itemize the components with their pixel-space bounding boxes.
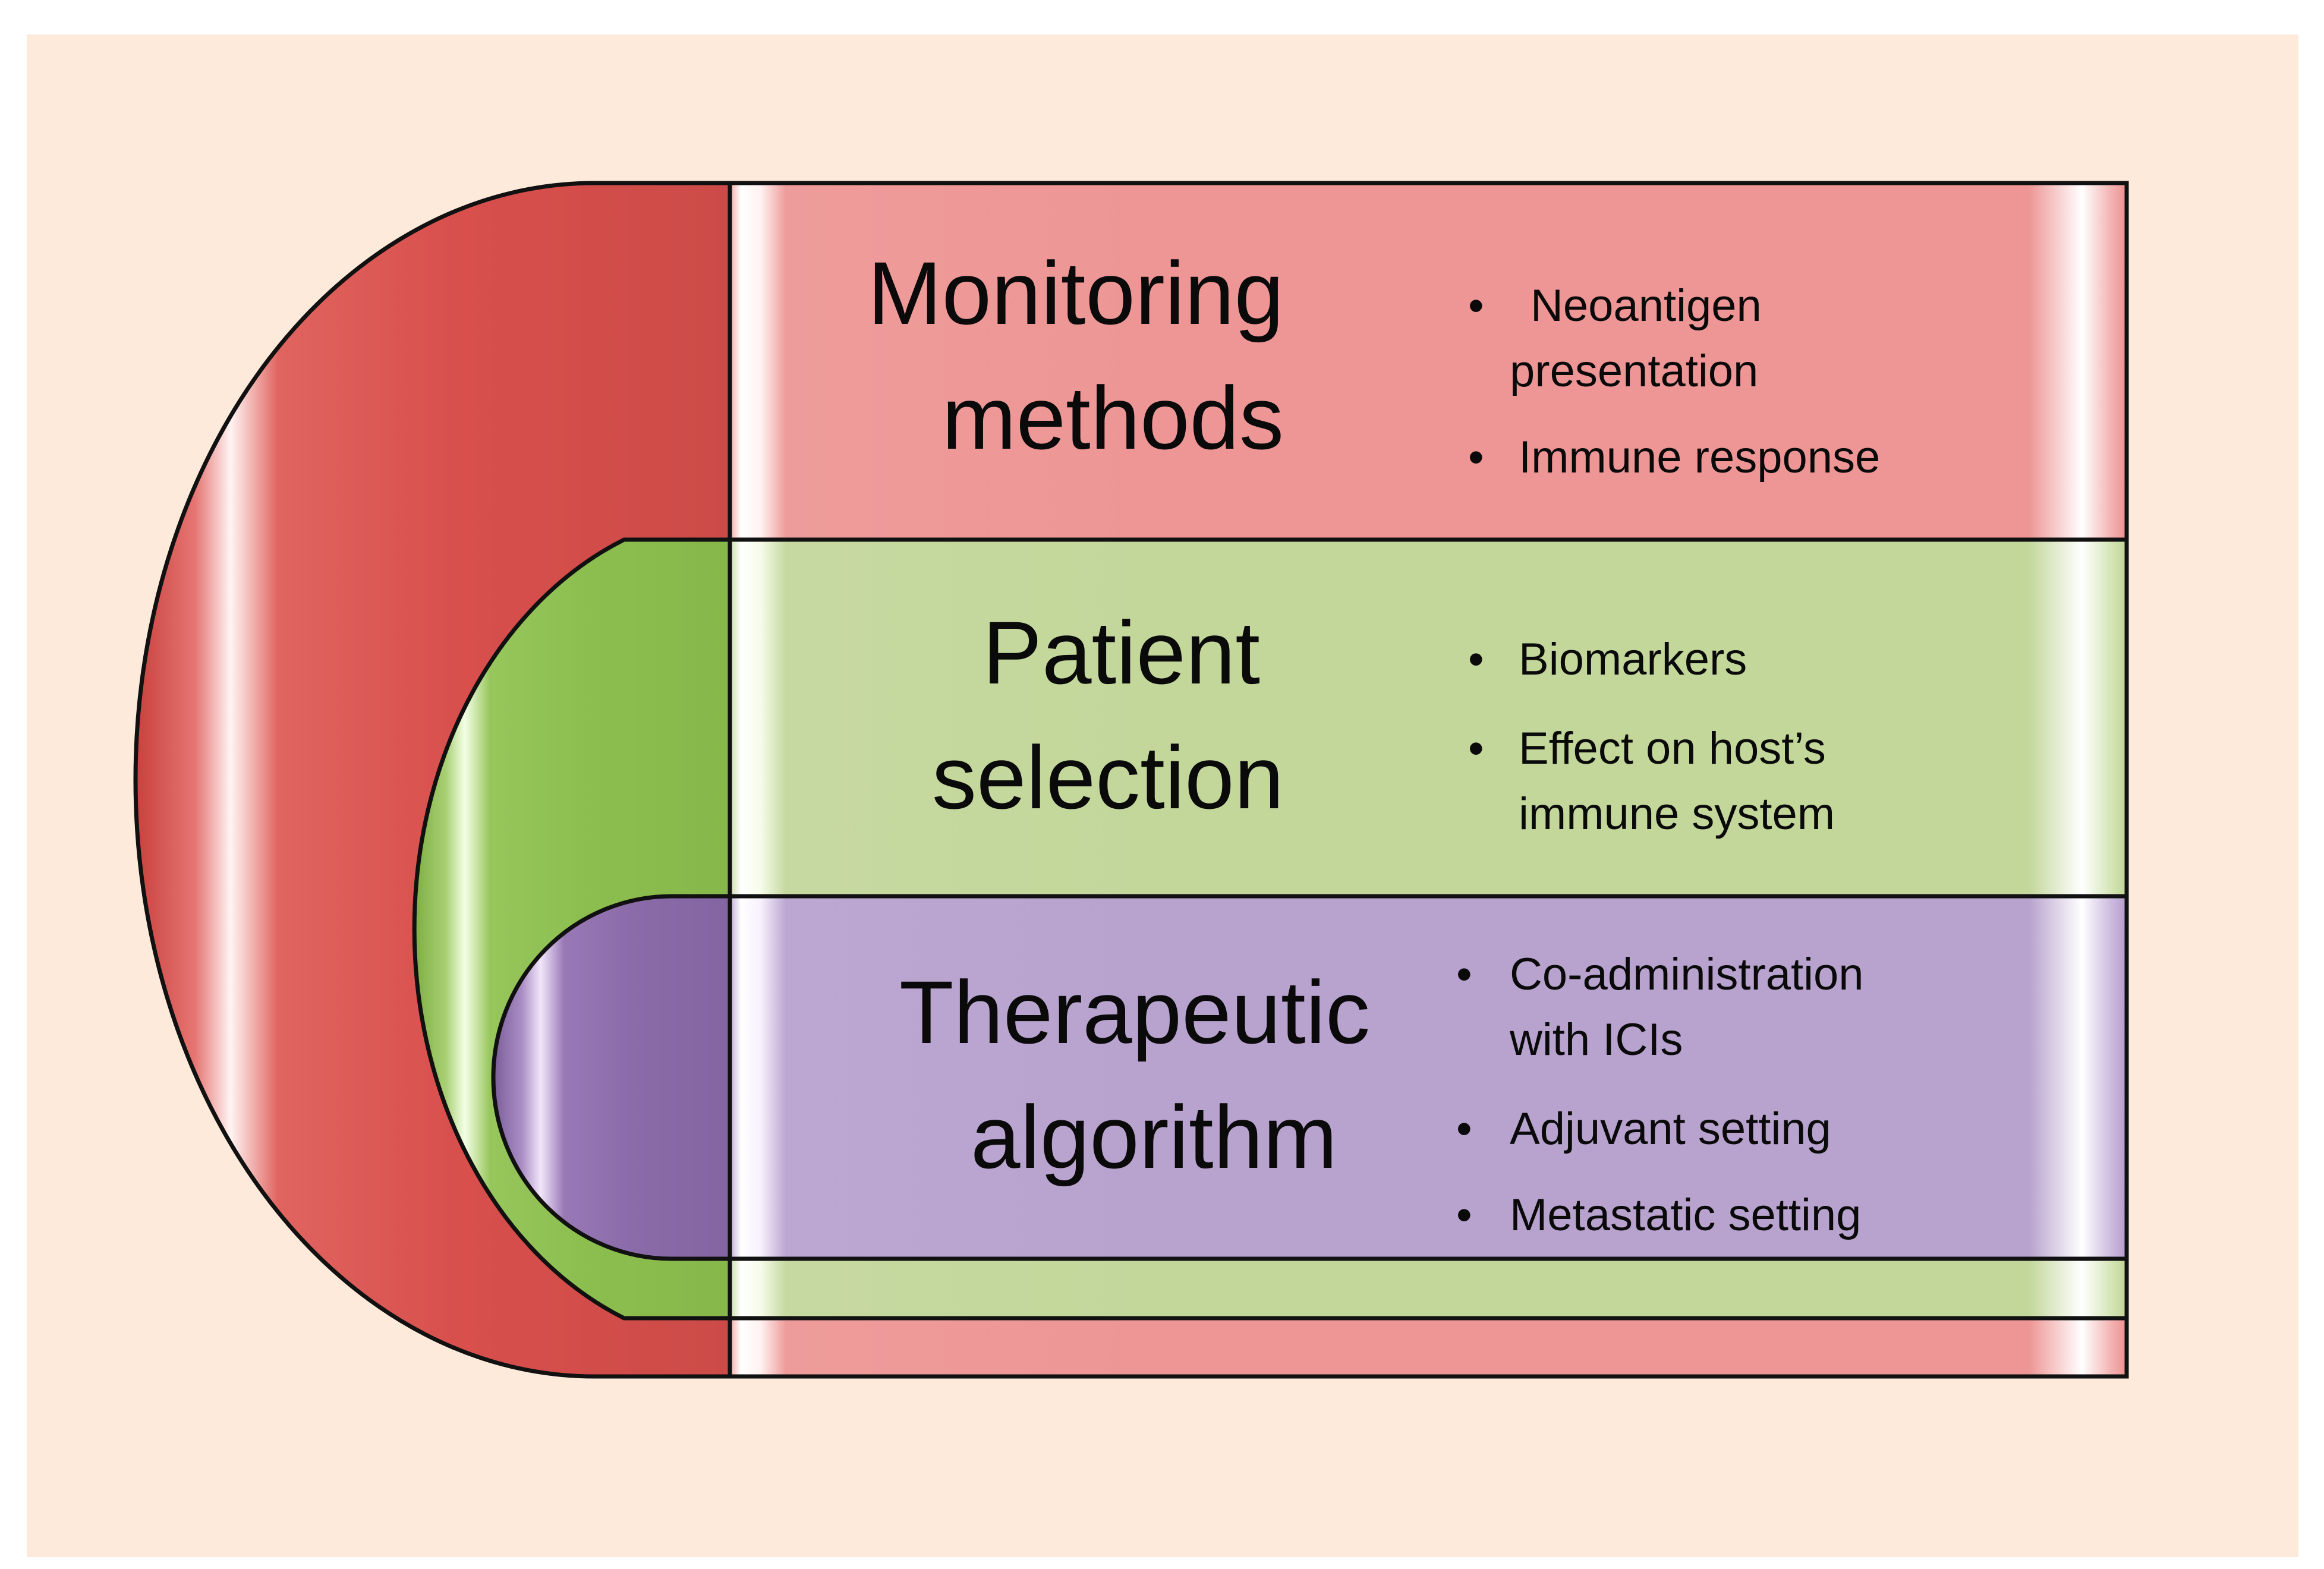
bullet-list-monitoring: • Neoantigen presentation • Immune respo… xyxy=(1468,281,1880,483)
arc-therapeutic-algorithm-shape xyxy=(491,894,732,1261)
row-title-patient-line2: selection xyxy=(932,727,1284,827)
bullet-text: Effect on host’s xyxy=(1519,723,1826,774)
bullet-marker: • xyxy=(1468,281,1484,331)
band-therapeutic-algorithm-rect[interactable] xyxy=(728,894,2129,1261)
bullet-text: presentation xyxy=(1510,346,1758,396)
footer-strip-red xyxy=(728,1316,2129,1379)
bullet-marker: • xyxy=(1468,634,1484,685)
bullet-text: Metastatic setting xyxy=(1510,1190,1861,1240)
arc-therapeutic-algorithm xyxy=(491,894,732,1261)
bullet-text: with ICIs xyxy=(1509,1015,1683,1065)
bullet-marker: • xyxy=(1456,1104,1472,1154)
bullet-list-patient-selection: • Biomarkers • Effect on host’s immune s… xyxy=(1468,634,1835,839)
footer-strip-red-rect xyxy=(728,1316,2129,1379)
row-title-monitoring-line1: Monitoring xyxy=(868,243,1284,343)
band-therapeutic-algorithm[interactable] xyxy=(728,894,2129,1261)
bullet-marker: • xyxy=(1456,949,1472,1000)
bullet-text: Adjuvant setting xyxy=(1510,1104,1831,1154)
bullet-marker: • xyxy=(1456,1190,1472,1240)
footer-strip-green-rect xyxy=(728,1256,2129,1321)
nested-arcs-group xyxy=(133,181,732,1379)
band-monitoring-rect[interactable] xyxy=(728,181,2129,542)
footer-strip-green xyxy=(728,1256,2129,1321)
bullet-text: Neoantigen xyxy=(1531,281,1762,331)
bullet-list-therapeutic-algorithm: • Co-administration with ICIs • Adjuvant… xyxy=(1456,949,1864,1240)
bullet-text: immune system xyxy=(1519,789,1835,839)
bullets-group: • Neoantigen presentation • Immune respo… xyxy=(1456,281,1880,1240)
bullet-marker: • xyxy=(1468,723,1484,774)
band-monitoring[interactable] xyxy=(728,181,2129,542)
band-patient-selection[interactable] xyxy=(728,537,2129,899)
bands-group xyxy=(728,181,2129,1379)
row-title-therapeutic-line2: algorithm xyxy=(971,1087,1337,1187)
bullet-text: Co-administration xyxy=(1510,949,1864,1000)
bullet-text: Biomarkers xyxy=(1519,634,1747,685)
bullet-marker: • xyxy=(1468,432,1484,483)
row-title-therapeutic-line1: Therapeutic xyxy=(899,962,1370,1062)
row-title-monitoring-line2: methods xyxy=(942,368,1284,468)
band-patient-selection-rect[interactable] xyxy=(728,537,2129,899)
bullet-text: Immune response xyxy=(1519,432,1880,483)
titles-group: Monitoring methods Patient selection The… xyxy=(868,243,1370,1187)
row-title-patient-line1: Patient xyxy=(982,603,1260,702)
